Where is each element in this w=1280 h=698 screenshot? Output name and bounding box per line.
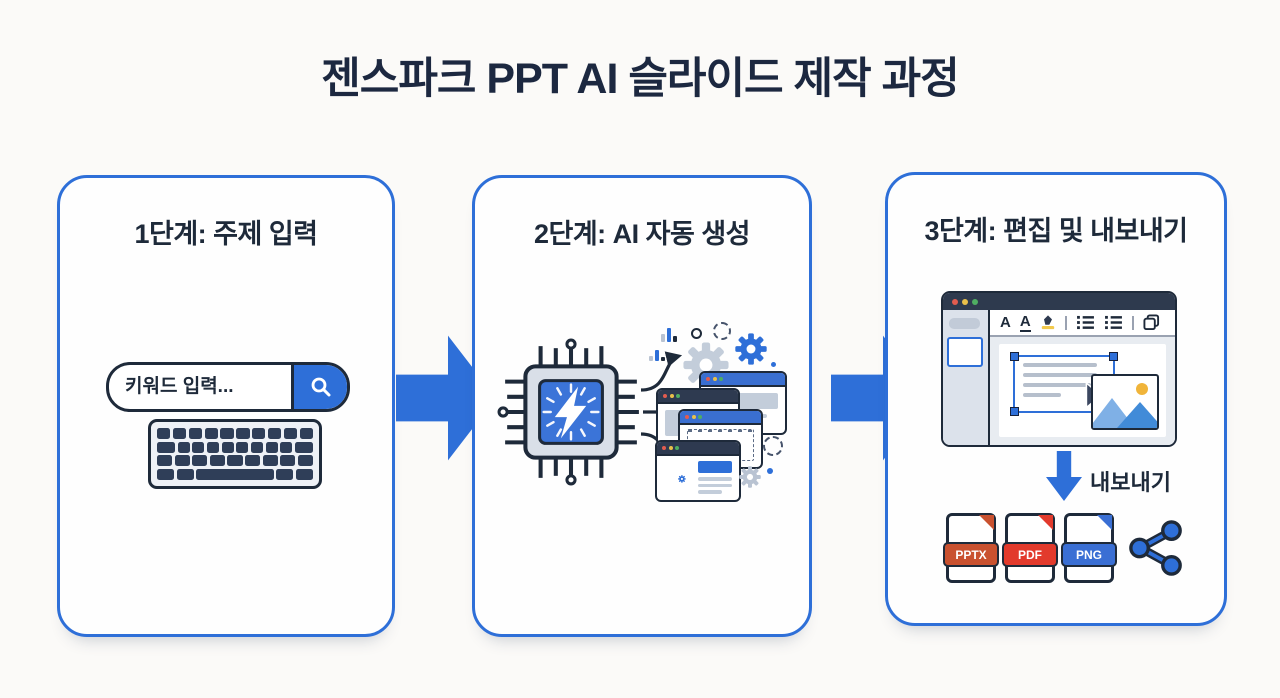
cpu-chip-icon: [497, 338, 639, 486]
page-title: 젠스파크 PPT AI 슬라이드 제작 과정: [321, 55, 960, 103]
search-button[interactable]: [291, 365, 347, 409]
sun-icon: [1136, 383, 1148, 395]
maximize-icon: [972, 298, 978, 305]
slide-thumbnail: [947, 337, 983, 367]
export-arrow-icon: [1046, 451, 1082, 501]
step1-panel: 1단계: 주제 입력: [57, 175, 395, 637]
keyboard-illustration: [148, 419, 322, 489]
search-input[interactable]: [109, 365, 291, 409]
editor-titlebar: [943, 293, 1175, 310]
step1-heading: 1단계: 주제 입력: [134, 219, 318, 249]
dot-decoration: [771, 362, 776, 367]
keyboard-row: [157, 428, 313, 440]
keyboard-row: [157, 441, 314, 453]
search-icon: [311, 377, 330, 397]
slide-canvas: [999, 344, 1166, 437]
ai-generation-illustration: [475, 178, 809, 634]
lightning-bolt-icon: [554, 386, 587, 439]
editor-toolbar: A A: [990, 310, 1175, 337]
png-file-icon: PNG: [1061, 513, 1117, 583]
close-icon: [952, 298, 958, 305]
duplicate-icon: [1143, 314, 1159, 331]
highlighter-icon: [1041, 315, 1054, 330]
editor-window-illustration: A A: [941, 291, 1177, 447]
export-formats: PPTX PDF PNG: [943, 513, 1185, 583]
selected-text-block: [1010, 352, 1118, 416]
minimize-icon: [962, 298, 968, 305]
circle-decoration: [691, 328, 702, 339]
step3-heading: 3단계: 편집 및 내보내기: [924, 216, 1188, 246]
spacebar-key: [196, 468, 274, 480]
step2-heading: 2단계: AI 자동 생성: [533, 219, 751, 249]
dot-decoration: [767, 468, 773, 474]
spinner-icon: [713, 322, 731, 340]
numbered-list-icon: [1104, 315, 1122, 330]
keyboard-row: [157, 468, 313, 480]
underline-icon: A: [1019, 312, 1031, 332]
png-label: PNG: [1061, 542, 1117, 567]
step3-panel: 3단계: 편집 및 내보내기 A A: [885, 172, 1227, 626]
bar-chart-icon: [661, 328, 677, 342]
bold-icon: A: [1000, 314, 1011, 331]
slide-thumbnail-sidebar: [943, 310, 990, 445]
share-icon: [1129, 520, 1182, 576]
gear-icon: [664, 461, 692, 489]
bar-chart-icon: [649, 350, 665, 361]
pptx-label: PPTX: [943, 542, 999, 567]
gear-icon: [739, 466, 761, 488]
editor-canvas: [990, 337, 1175, 445]
export-label: 내보내기: [1090, 470, 1171, 495]
pdf-label: PDF: [1002, 542, 1058, 567]
slide-window: [655, 440, 741, 502]
step2-panel: 2단계: AI 자동 생성: [472, 175, 812, 637]
bullet-list-icon: [1076, 315, 1094, 330]
gear-icon: [735, 333, 767, 365]
spinner-icon: [763, 436, 783, 456]
search-bar: [106, 362, 350, 412]
pptx-file-icon: PPTX: [943, 513, 999, 583]
image-placeholder: [1091, 374, 1159, 430]
keyboard-row: [157, 455, 313, 467]
pdf-file-icon: PDF: [1002, 513, 1058, 583]
